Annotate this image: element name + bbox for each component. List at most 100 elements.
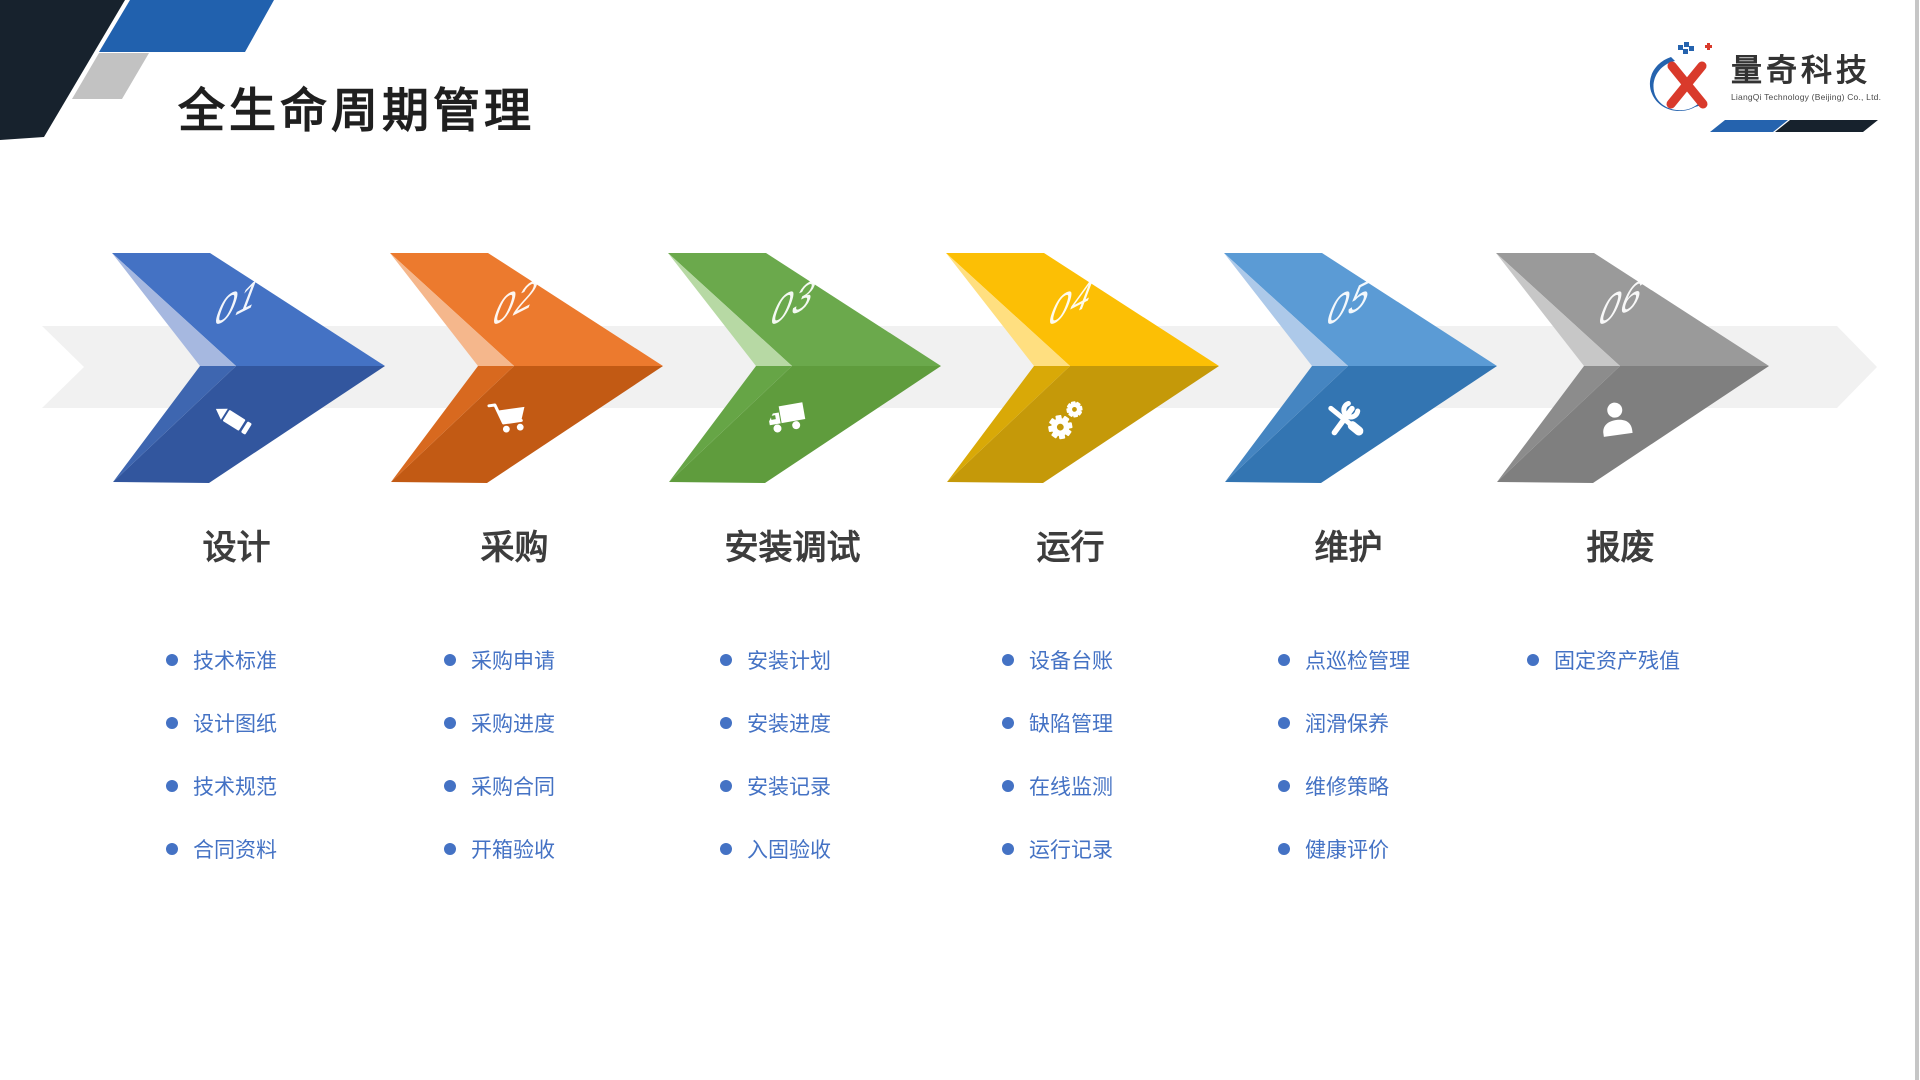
list-item: 维修策略 bbox=[1278, 775, 1410, 799]
stage-label-02: 采购 bbox=[480, 529, 549, 567]
gray-shape bbox=[72, 53, 149, 99]
logo-name: 量奇科技 bbox=[1731, 53, 1871, 89]
list-item: 技术规范 bbox=[166, 775, 277, 799]
bullet-dot bbox=[1527, 654, 1539, 666]
item-text: 技术标准 bbox=[193, 650, 277, 673]
item-text: 润滑保养 bbox=[1305, 713, 1389, 736]
bullet-dot bbox=[720, 654, 732, 666]
item-text: 运行记录 bbox=[1029, 839, 1113, 862]
bullet-dot bbox=[1002, 843, 1014, 855]
stage-label-01: 设计 bbox=[202, 529, 271, 567]
item-text: 开箱验收 bbox=[471, 839, 555, 862]
bullet-dot bbox=[1002, 780, 1014, 792]
list-item: 设备台账 bbox=[1002, 649, 1113, 673]
item-text: 技术规范 bbox=[193, 776, 277, 799]
item-text: 安装记录 bbox=[747, 776, 831, 799]
item-text: 设备台账 bbox=[1029, 650, 1113, 673]
bullet-dot bbox=[720, 843, 732, 855]
logo-x bbox=[1666, 61, 1708, 109]
list-item: 合同资料 bbox=[166, 838, 277, 862]
logo-icon bbox=[1649, 42, 1712, 112]
bullet-dot bbox=[720, 780, 732, 792]
bullet-dot bbox=[166, 780, 178, 792]
list-item: 采购申请 bbox=[444, 649, 555, 673]
stage-arrow-01: 01 bbox=[112, 253, 385, 483]
list-item: 运行记录 bbox=[1002, 838, 1113, 862]
bullet-dot bbox=[444, 780, 456, 792]
logo-swoosh-inner bbox=[1662, 67, 1694, 103]
stage-label-03: 安装调试 bbox=[724, 529, 861, 567]
bullet-dot bbox=[444, 717, 456, 729]
bullet-dot bbox=[720, 717, 732, 729]
item-text: 安装计划 bbox=[747, 650, 831, 673]
bullet-dot bbox=[1002, 654, 1014, 666]
stage-item-list-03: 安装计划安装进度安装记录入固验收 bbox=[720, 649, 831, 901]
logo-subtitle: LiangQi Technology (Beijing) Co., Ltd. bbox=[1731, 91, 1882, 102]
stage-item-list-05: 点巡检管理润滑保养维修策略健康评价 bbox=[1278, 649, 1410, 901]
navy-bar bbox=[1775, 120, 1878, 132]
list-item: 安装计划 bbox=[720, 649, 831, 673]
tools-icon bbox=[1328, 400, 1364, 436]
bullet-dot bbox=[444, 654, 456, 666]
stage-item-list-01: 技术标准设计图纸技术规范合同资料 bbox=[166, 649, 277, 901]
list-item: 入固验收 bbox=[720, 838, 831, 862]
item-text: 安装进度 bbox=[747, 713, 831, 736]
stage-arrow-03: 03 bbox=[668, 253, 941, 483]
slide-right-edge bbox=[1915, 0, 1919, 1080]
list-item: 在线监测 bbox=[1002, 775, 1113, 799]
list-item: 技术标准 bbox=[166, 649, 277, 673]
item-text: 入固验收 bbox=[747, 839, 831, 862]
list-item: 固定资产残值 bbox=[1527, 649, 1680, 673]
item-text: 点巡检管理 bbox=[1305, 650, 1410, 673]
chevron-shape bbox=[1224, 253, 1497, 483]
item-text: 维修策略 bbox=[1305, 776, 1389, 799]
bullet-dot bbox=[166, 654, 178, 666]
stage-arrow-05: 05 bbox=[1224, 253, 1497, 483]
item-text: 合同资料 bbox=[193, 839, 277, 862]
page-title: 全生命周期管理 bbox=[178, 84, 535, 137]
item-text: 设计图纸 bbox=[193, 713, 277, 736]
navy-shape bbox=[0, 0, 125, 140]
list-item: 采购合同 bbox=[444, 775, 555, 799]
list-item: 健康评价 bbox=[1278, 838, 1410, 862]
list-item: 安装记录 bbox=[720, 775, 831, 799]
stage-item-list-06: 固定资产残值 bbox=[1527, 649, 1680, 712]
blue-shape bbox=[99, 0, 274, 52]
item-text: 缺陷管理 bbox=[1029, 713, 1113, 736]
item-text: 采购申请 bbox=[471, 650, 555, 673]
bullet-dot bbox=[1002, 717, 1014, 729]
item-text: 固定资产残值 bbox=[1554, 650, 1680, 673]
bullet-dot bbox=[1278, 654, 1290, 666]
company-logo: 量奇科技 LiangQi Technology (Beijing) Co., L… bbox=[1645, 38, 1905, 118]
list-item: 安装进度 bbox=[720, 712, 831, 736]
list-item: 润滑保养 bbox=[1278, 712, 1410, 736]
list-item: 点巡检管理 bbox=[1278, 649, 1410, 673]
bullet-dot bbox=[1278, 780, 1290, 792]
item-text: 采购合同 bbox=[471, 776, 555, 799]
stage-arrow-06: 06 bbox=[1496, 253, 1769, 483]
list-item: 缺陷管理 bbox=[1002, 712, 1113, 736]
bullet-dot bbox=[166, 717, 178, 729]
item-text: 在线监测 bbox=[1029, 776, 1113, 799]
logo-underline-bars bbox=[1710, 120, 1878, 132]
chevron-shape bbox=[946, 253, 1219, 483]
stage-item-list-04: 设备台账缺陷管理在线监测运行记录 bbox=[1002, 649, 1113, 901]
chevron-shape bbox=[390, 253, 663, 483]
bullet-dot bbox=[444, 843, 456, 855]
item-text: 采购进度 bbox=[471, 713, 555, 736]
list-item: 设计图纸 bbox=[166, 712, 277, 736]
stage-label-05: 维护 bbox=[1314, 529, 1383, 567]
gears-icon bbox=[1048, 401, 1083, 440]
stage-label-04: 运行 bbox=[1036, 529, 1105, 567]
pencil-icon bbox=[215, 408, 252, 435]
chevron-shape bbox=[668, 253, 941, 483]
truck-icon bbox=[769, 402, 806, 433]
bullet-dot bbox=[1278, 717, 1290, 729]
chevron-shape bbox=[1496, 253, 1769, 483]
stage-label-06: 报废 bbox=[1586, 529, 1655, 567]
cart-icon bbox=[487, 403, 525, 433]
list-item: 开箱验收 bbox=[444, 838, 555, 862]
person-icon bbox=[1603, 402, 1633, 437]
list-item: 采购进度 bbox=[444, 712, 555, 736]
